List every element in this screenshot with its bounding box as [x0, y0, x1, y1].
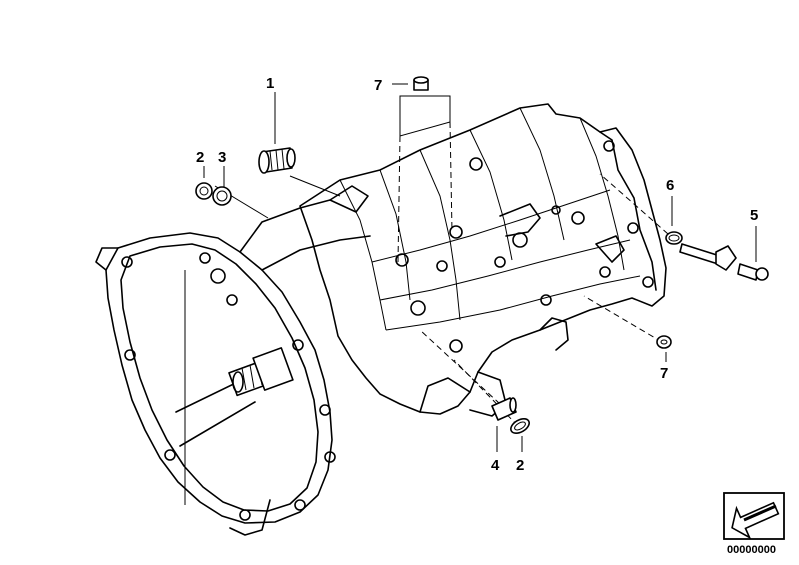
part-6-o-ring: [665, 231, 683, 245]
part-2-seal-ring-top: [195, 182, 213, 200]
callout-5: 5: [750, 207, 758, 224]
callout-3: 3: [218, 149, 226, 166]
callout-1: 1: [266, 75, 274, 92]
back-arrow-icon[interactable]: [723, 492, 785, 542]
gearbox-case: [299, 103, 667, 417]
callout-4: 4: [491, 457, 500, 474]
catalog-number: 00000000: [727, 544, 776, 556]
callout-6: 6: [666, 177, 674, 194]
callout-2-bottom: 2: [516, 457, 524, 474]
callout-7-top: 7: [374, 77, 382, 94]
part-2-seal-ring-bottom: [510, 417, 530, 435]
leader-lines: [203, 83, 757, 452]
part-1-plug: [258, 147, 296, 174]
callout-7-right: 7: [660, 365, 668, 382]
part-4-sleeve: [491, 397, 517, 421]
callout-2-top: 2: [196, 149, 204, 166]
part-7-cap-top: [413, 76, 429, 91]
part-3-sealing-ring: [212, 186, 232, 206]
part-5-pin-and-bolt: [679, 243, 769, 281]
bell-housing: [95, 199, 371, 536]
input-shaft: [175, 347, 294, 447]
part-7-cap-right: [656, 335, 672, 349]
